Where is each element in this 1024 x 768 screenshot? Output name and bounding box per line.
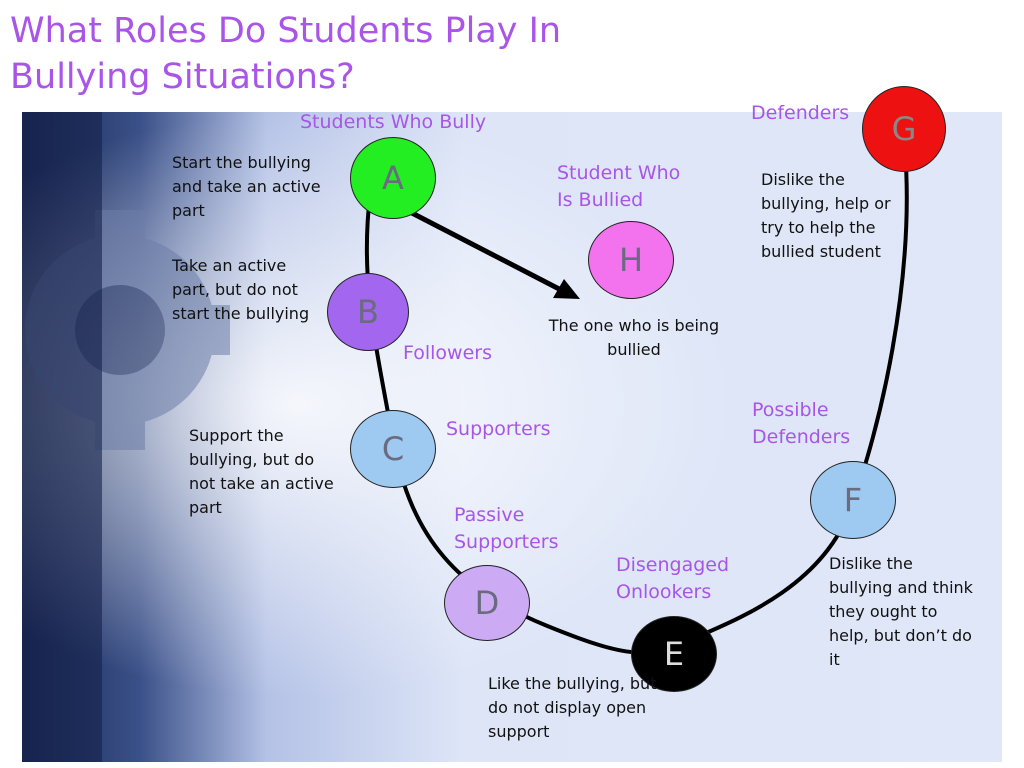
role-label-d: Passive Supporters bbox=[454, 504, 559, 553]
node-f-letter: F bbox=[843, 481, 863, 519]
description-f: Dislike the bullying and think they ough… bbox=[829, 554, 973, 669]
node-e: E bbox=[631, 616, 717, 692]
node-d-letter: D bbox=[474, 584, 500, 622]
role-label-a: Students Who Bully bbox=[300, 111, 487, 133]
node-c-letter: C bbox=[381, 430, 405, 468]
node-d: D bbox=[444, 565, 530, 641]
role-label-c: Supporters bbox=[446, 418, 551, 440]
node-b-letter: B bbox=[357, 293, 379, 331]
node-h: H bbox=[588, 221, 674, 299]
description-a: Start the bullying and take an active pa… bbox=[172, 153, 321, 220]
description-h: The one who is being bullied bbox=[548, 316, 720, 359]
node-a: A bbox=[350, 137, 436, 219]
description-d: Like the bullying, but do not display op… bbox=[488, 674, 657, 741]
role-label-g: Defenders bbox=[751, 102, 850, 124]
arrow-a-to-h bbox=[408, 209, 580, 299]
node-c: C bbox=[350, 410, 436, 488]
role-label-e: Disengaged Onlookers bbox=[616, 554, 730, 603]
page-title: What Roles Do Students Play In Bullying … bbox=[10, 11, 562, 97]
description-c: Support the bullying, but do not take an… bbox=[189, 426, 334, 517]
node-f: F bbox=[810, 461, 896, 539]
node-b: B bbox=[327, 273, 409, 351]
role-label-b: Followers bbox=[403, 342, 492, 364]
node-a-letter: A bbox=[382, 159, 404, 197]
node-h-letter: H bbox=[618, 241, 644, 279]
node-e-letter: E bbox=[663, 635, 685, 673]
role-label-f: Possible Defenders bbox=[752, 399, 851, 448]
role-label-h: Student Who Is Bullied bbox=[557, 162, 681, 211]
node-g-letter: G bbox=[891, 110, 917, 148]
description-g: Dislike the bullying, help or try to hel… bbox=[761, 170, 891, 261]
description-b: Take an active part, but do not start th… bbox=[172, 256, 310, 323]
node-g: G bbox=[862, 86, 946, 172]
